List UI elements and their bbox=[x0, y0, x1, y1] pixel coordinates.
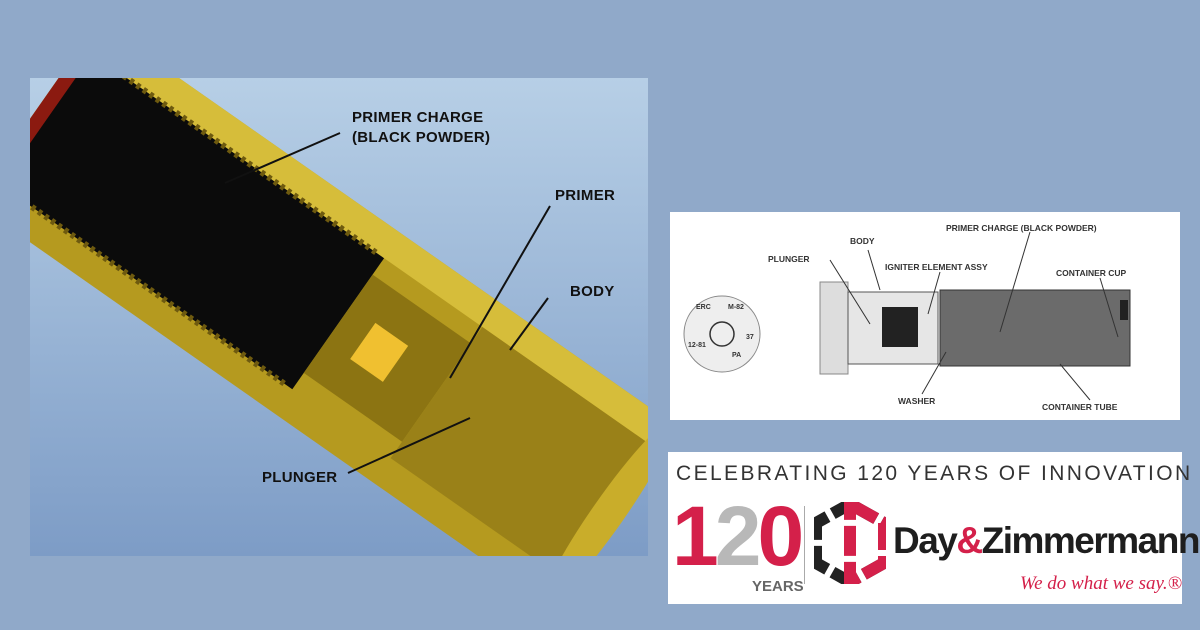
label-container-cup: CONTAINER CUP bbox=[1056, 268, 1127, 278]
leader-line-plunger bbox=[347, 417, 471, 474]
headstamp-date: 12-81 bbox=[688, 342, 706, 349]
day-zimmermann-logo-banner: CELEBRATING 120 YEARS OF INNOVATION 1 2 … bbox=[668, 452, 1200, 604]
label-primer-charge: PRIMER CHARGE (BLACK POWDER) bbox=[352, 108, 490, 148]
technical-drawing: ERC M-82 12-81 PA 37 PLUNGER BODY IGNITE… bbox=[670, 212, 1180, 420]
headstamp-model: M-82 bbox=[728, 304, 744, 311]
brand-ampersand: & bbox=[956, 520, 983, 561]
headstamp-lot: 37 bbox=[746, 334, 754, 341]
logo-120-digit-1: 1 bbox=[672, 489, 719, 583]
label-plunger: PLUNGER bbox=[768, 254, 810, 264]
headstamp-pa: PA bbox=[732, 352, 742, 359]
label-primer-charge: PRIMER CHARGE (BLACK POWDER) bbox=[946, 223, 1097, 233]
cutaway-3d-render: PRIMER CHARGE (BLACK POWDER) PRIMER BODY… bbox=[30, 78, 648, 556]
primer-cutaway-illustration bbox=[30, 78, 648, 556]
drawing-illustration bbox=[683, 231, 1131, 401]
leader-line-primer bbox=[449, 205, 551, 379]
logo-years: YEARS bbox=[752, 578, 804, 595]
label-plunger: PLUNGER bbox=[262, 469, 338, 486]
logo-120-digit-0: 0 bbox=[757, 489, 804, 583]
logo-120-mark: 1 2 0 bbox=[672, 489, 804, 583]
hexagon-logo-icon bbox=[814, 502, 886, 584]
logo-120-digit-2: 2 bbox=[714, 489, 762, 583]
label-igniter-element-assy: IGNITER ELEMENT ASSY bbox=[885, 262, 988, 272]
brand-zimmermann: Zimmermann bbox=[981, 520, 1200, 561]
label-body: BODY bbox=[850, 236, 875, 246]
label-washer: WASHER bbox=[898, 396, 936, 406]
label-body: BODY bbox=[570, 283, 615, 300]
label-primer: PRIMER bbox=[555, 187, 616, 204]
label-primer-charge-line2: (BLACK POWDER) bbox=[352, 129, 491, 146]
brand-name: Day&Zimmermann bbox=[893, 520, 1200, 562]
leader-line-primer-charge bbox=[224, 132, 341, 184]
label-primer-charge-line1: PRIMER CHARGE bbox=[352, 109, 484, 126]
brand-day: Day bbox=[893, 520, 958, 561]
label-container-tube: CONTAINER TUBE bbox=[1042, 402, 1118, 412]
celebrating-heading: CELEBRATING 120 YEARS OF INNOVATION bbox=[676, 462, 1193, 485]
leader-line-body bbox=[509, 297, 549, 351]
logo-divider bbox=[804, 506, 805, 584]
headstamp-erc: ERC bbox=[696, 304, 711, 311]
tagline: We do what we say.® bbox=[1020, 573, 1183, 594]
